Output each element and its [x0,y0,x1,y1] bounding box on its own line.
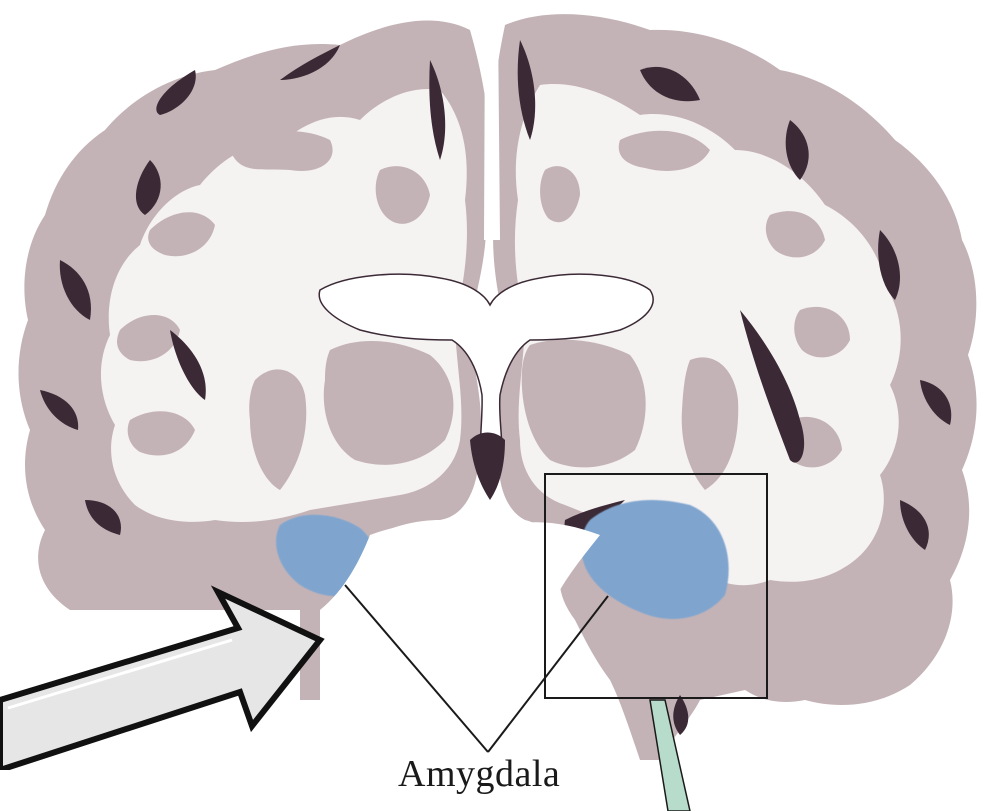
third-ventricle-dark [470,433,505,501]
left-thalamus [324,341,454,465]
bottom-left-mask [0,770,320,811]
arrow-icon [0,592,320,770]
longitudinal-fissure [484,20,500,240]
amygdala-label: Amygdala [398,752,560,796]
right-hemisphere [491,14,976,760]
right-thalamus [522,340,646,468]
